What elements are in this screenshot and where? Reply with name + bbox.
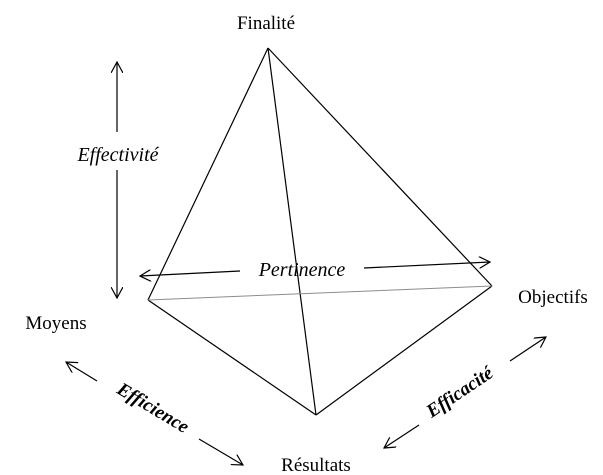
- edge-apex-bottom: [267, 47, 317, 416]
- pertinence-arrow: [140, 262, 490, 276]
- dimension-label-effectivite: Effectivité: [76, 144, 159, 166]
- edge-left-right-hidden: [147, 285, 493, 301]
- efficience-arrow: [66, 362, 243, 465]
- vertex-label-right: Objectifs: [518, 287, 588, 308]
- dimension-label-pertinence: Pertinence: [258, 259, 346, 281]
- vertex-label-bottom: Résultats: [281, 455, 351, 475]
- efficacite-arrow: [384, 337, 546, 448]
- dimension-label-efficience: Efficience: [112, 378, 193, 438]
- dimension-label-efficacite: Efficacité: [422, 362, 498, 423]
- tetrahedron: [147, 47, 493, 416]
- edge-apex-left: [147, 47, 269, 301]
- edge-right-bottom: [315, 285, 493, 416]
- edge-left-bottom: [147, 299, 317, 416]
- edge-apex-right: [267, 47, 493, 287]
- vertex-label-top: Finalité: [237, 13, 295, 34]
- vertex-label-left: Moyens: [25, 313, 86, 334]
